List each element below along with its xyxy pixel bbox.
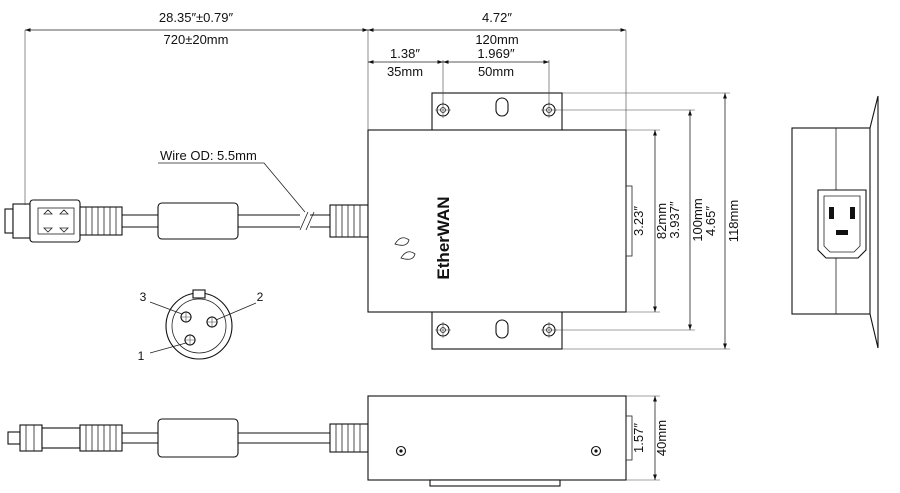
end-view-flange	[869, 95, 879, 349]
body-depth-mm: 82mm	[654, 203, 669, 239]
side-view-body: 1.57″ 40mm	[367, 395, 669, 487]
flange-length-inch: 4.65″	[703, 206, 718, 236]
din-pinout: 3 2 1	[138, 289, 264, 363]
dimension-lines: 28.35″±0.79″ 720±20mm 4.72″ 120mm 1.38″ …	[24, 10, 741, 350]
side-ferrite-core	[157, 418, 239, 458]
pin-1-contact	[184, 334, 196, 346]
hole-spacing-inch: 1.969″	[477, 46, 515, 61]
keyhole-slot-top	[495, 97, 509, 117]
wire-od-label: Wire OD: 5.5mm	[160, 148, 257, 163]
left-strain-relief	[79, 206, 123, 236]
ferrite-core	[157, 202, 239, 240]
pin-3-label: 3	[140, 290, 147, 304]
keyhole-slot-bottom	[495, 319, 509, 339]
din-grip-panel	[37, 207, 75, 235]
hole-offset-inch: 1.38″	[390, 46, 420, 61]
mounting-hole-bottom-left	[435, 322, 451, 338]
body-width-inch: 4.72″	[482, 10, 512, 25]
pin-2-label: 2	[257, 290, 264, 304]
right-strain-relief	[329, 204, 369, 238]
pin-2-contact	[206, 316, 218, 328]
top-view-body: EtherWAN	[367, 92, 633, 350]
din-plug-body	[29, 199, 81, 243]
side-view-cable	[7, 418, 369, 458]
hole-pitch-inch: 3.937″	[667, 201, 682, 239]
hole-offset-mm: 35mm	[387, 64, 423, 79]
side-enclosure	[367, 395, 627, 481]
body-depth-inch: 3.23″	[631, 206, 646, 236]
iec-c14-inlet	[817, 189, 867, 259]
height-mm: 40mm	[654, 420, 669, 456]
flange-length-mm: 118mm	[726, 200, 741, 242]
hole-pitch-mm: 100mm	[690, 198, 705, 241]
din-tip	[4, 208, 14, 234]
din-shell	[12, 203, 31, 239]
height-inch: 1.57″	[631, 423, 646, 453]
end-view	[791, 95, 879, 349]
pin-1-label: 1	[138, 349, 145, 363]
cable-length-inch: 28.35″±0.79″	[159, 10, 234, 25]
etherwan-logo: EtherWAN	[394, 196, 453, 280]
din-outer-ring	[165, 292, 233, 360]
enclosure-body	[367, 129, 627, 313]
top-cable-assembly: Wire OD: 5.5mm	[4, 148, 369, 243]
body-width-mm: 120mm	[475, 32, 518, 47]
pin-3-contact	[180, 311, 192, 323]
hole-spacing-mm: 50mm	[478, 64, 514, 79]
cable-length-mm: 720±20mm	[164, 32, 229, 47]
brand-text: EtherWAN	[434, 196, 453, 279]
